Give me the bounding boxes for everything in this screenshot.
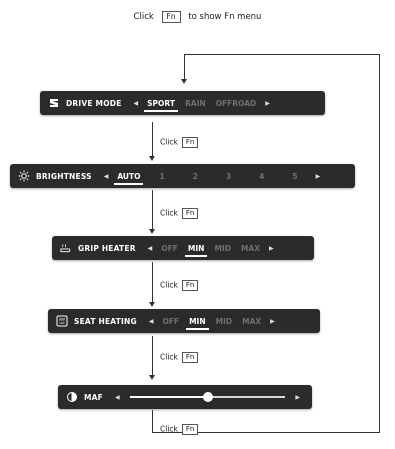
brightness-menu[interactable]: BRIGHTNESS ◀ AUTO 1 2 3 4 5 ▶ — [10, 164, 355, 188]
loop-line-bottom — [152, 432, 380, 433]
option-offroad[interactable]: OFFROAD — [215, 98, 257, 108]
option-auto[interactable]: AUTO — [114, 171, 144, 185]
option-off[interactable]: OFF — [162, 316, 180, 326]
flow-line-top — [184, 55, 185, 79]
option-max[interactable]: MAX — [240, 243, 260, 253]
arrow-head — [149, 229, 155, 234]
connector — [152, 122, 153, 158]
option-mid[interactable]: MID — [214, 243, 231, 253]
grip-heater-menu[interactable]: GRIP HEATER ◀ OFF MIN MID MAX ▶ — [52, 236, 314, 260]
arrow-head — [149, 302, 155, 307]
option-rain[interactable]: RAIN — [185, 98, 206, 108]
connector — [152, 336, 153, 378]
fn-key: Fn — [181, 208, 199, 219]
loop-line-top — [184, 54, 380, 55]
arrow-head — [149, 375, 155, 380]
option-2[interactable]: 2 — [192, 171, 198, 181]
menu-title: DRIVE MODE — [66, 98, 122, 108]
connector — [152, 190, 153, 230]
menu-title: MAF — [84, 392, 103, 402]
slider-thumb[interactable] — [202, 392, 213, 402]
chevron-left-icon[interactable]: ◀ — [133, 99, 139, 107]
loop-line-right — [379, 54, 380, 432]
option-4[interactable]: 4 — [259, 171, 265, 181]
grip-heater-icon — [60, 242, 72, 254]
brightness-icon — [18, 170, 30, 182]
option-1[interactable]: 1 — [159, 171, 165, 181]
option-max[interactable]: MAX — [242, 316, 262, 326]
menu-title: BRIGHTNESS — [36, 171, 92, 181]
menu-title: GRIP HEATER — [78, 243, 136, 253]
connector — [152, 262, 153, 304]
click-text: Click — [160, 424, 178, 434]
maf-slider[interactable] — [129, 392, 286, 402]
click-text: Click — [160, 280, 178, 290]
fn-key: Fn — [181, 352, 199, 363]
top-instruction: Click Fn to show Fn menu — [0, 11, 395, 23]
drive-mode-menu[interactable]: DRIVE MODE ◀ SPORT RAIN OFFROAD ▶ — [40, 91, 325, 115]
connector — [152, 410, 153, 432]
maf-icon — [66, 391, 78, 403]
click-text: Click — [160, 208, 178, 218]
click-text: Click — [160, 137, 178, 147]
seat-heating-menu[interactable]: SEAT HEATING ◀ OFF MIN MID MAX ▶ — [48, 309, 320, 333]
chevron-right-icon[interactable]: ▶ — [265, 99, 270, 107]
fn-key: Fn — [181, 137, 199, 148]
chevron-left-icon[interactable]: ◀ — [147, 244, 153, 252]
fn-key: Fn — [181, 424, 199, 435]
option-off[interactable]: OFF — [161, 243, 178, 253]
arrow-head — [149, 156, 155, 161]
chevron-left-icon[interactable]: ◀ — [103, 172, 109, 180]
fn-key: Fn — [181, 280, 199, 291]
click-text: Click — [160, 352, 178, 362]
option-min[interactable]: MIN — [186, 316, 209, 330]
option-3[interactable]: 3 — [225, 171, 232, 181]
chevron-left-icon[interactable]: ◀ — [148, 317, 154, 325]
chevron-right-icon[interactable]: ▶ — [269, 244, 274, 252]
seat-heating-icon — [56, 315, 68, 327]
drive-mode-icon — [48, 97, 60, 109]
instruction-prefix: Click — [133, 12, 154, 22]
arrow-head — [181, 79, 187, 84]
option-mid[interactable]: MID — [215, 316, 233, 326]
maf-menu[interactable]: MAF ◀ ▶ — [58, 385, 312, 409]
instruction-suffix: to show Fn menu — [188, 12, 262, 22]
option-sport[interactable]: SPORT — [144, 98, 178, 112]
fn-key: Fn — [161, 11, 181, 23]
chevron-right-icon[interactable]: ▶ — [270, 317, 275, 325]
option-min[interactable]: MIN — [185, 243, 207, 257]
menu-title: SEAT HEATING — [74, 316, 137, 326]
slider-fill — [129, 396, 208, 398]
chevron-left-icon[interactable]: ◀ — [115, 393, 120, 401]
chevron-right-icon[interactable]: ▶ — [315, 172, 321, 180]
chevron-right-icon[interactable]: ▶ — [295, 393, 300, 401]
option-5[interactable]: 5 — [292, 171, 298, 181]
